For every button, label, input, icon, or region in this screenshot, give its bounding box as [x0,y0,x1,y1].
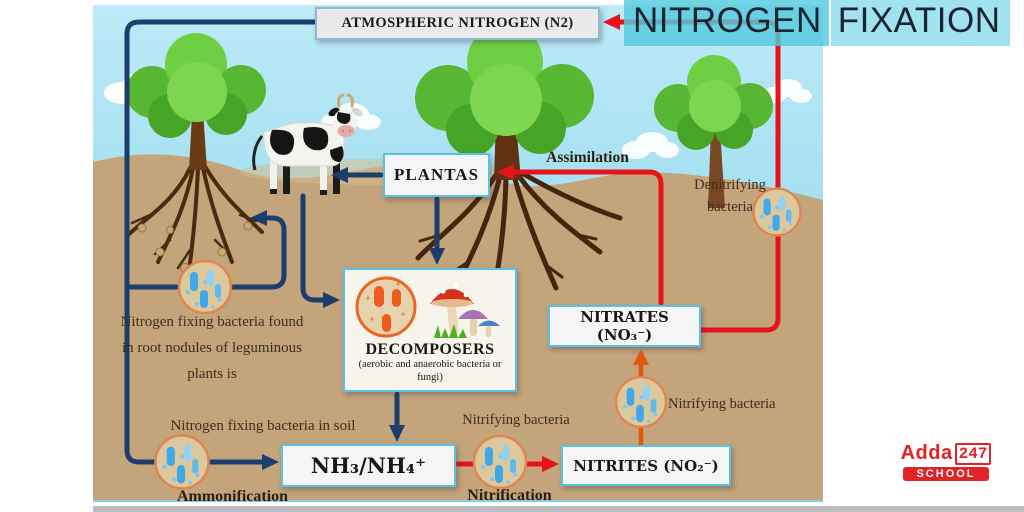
ammonification-label: Ammonification [176,488,289,505]
nitrates-label: NITRATES (NO₃⁻) [580,308,669,344]
nitrification-label: Nitrification [467,487,552,504]
soil-bacteria-icon [154,434,210,490]
soil-bacteria-label: Nitrogen fixing bacteria in soil [170,418,356,434]
assimilation-label: Assimilation [546,149,629,166]
atmospheric-nitrogen-label: ATMOSPHERIC NITROGEN (N2) [341,15,574,31]
logo-number-badge: 247 [954,442,992,465]
root-nodule-bacteria-label: Nitrogen fixing bacteria found in root n… [120,314,304,382]
bottom-strip [93,506,1024,512]
title-word-nitrogen: NITROGEN [624,0,829,46]
nitrifying-bacteria-lower-label: Nitrifying bacteria [462,412,570,428]
decomposer-cell-icon [355,276,417,338]
navy-arrow-paths [124,19,440,465]
denitrifying-bacteria-label: Denitrifying bacteria [694,177,766,216]
logo-brand-text: Adda [900,442,953,464]
plants-box: PLANTAS [383,153,490,197]
red-arrowheads [497,14,620,472]
nitrites-box: NITRITES (NO₂⁻) [561,445,731,486]
adda247-logo: Adda 247 SCHOOL [900,442,992,481]
navy-arrowheads [250,167,445,470]
nitrifying-bacteria-upper-label: Nitrifying bacteria [668,396,776,412]
logo-school-badge: SCHOOL [903,467,989,481]
mushroom-icon [430,282,500,338]
logo-row: Adda 247 [900,442,992,465]
decomposers-box: DECOMPOSERS (aerobic and anaerobic bacte… [343,268,517,392]
right-tree-icon [654,55,773,208]
title-word-fixation: FIXATION [830,0,1010,46]
nitrates-box: NITRATES (NO₃⁻) [548,305,701,347]
ammonium-label: NH₃/NH₄⁺ [310,453,427,478]
nitrifying-bacteria-icon-upper [614,375,668,429]
middle-tree-icon [415,24,623,305]
nitrites-label: NITRITES (NO₂⁻) [573,456,719,475]
page-title: NITROGEN FIXATION [624,0,1010,46]
cow-icon [252,93,363,195]
decomposers-subtitle: (aerobic and anaerobic bacteria or fungi… [358,359,502,383]
orange-arrowhead [633,349,649,365]
decomposers-label: DECOMPOSERS [365,341,495,358]
ammonium-box: NH₃/NH₄⁺ [281,444,456,487]
root-nodule-bacteria-icon [177,259,233,315]
atmospheric-nitrogen-box: ATMOSPHERIC NITROGEN (N2) [315,7,600,40]
nitrifying-bacteria-icon-lower [472,434,528,490]
left-tree-icon [126,33,266,280]
plants-label: PLANTAS [393,165,480,184]
decomposers-graphics [355,276,500,338]
